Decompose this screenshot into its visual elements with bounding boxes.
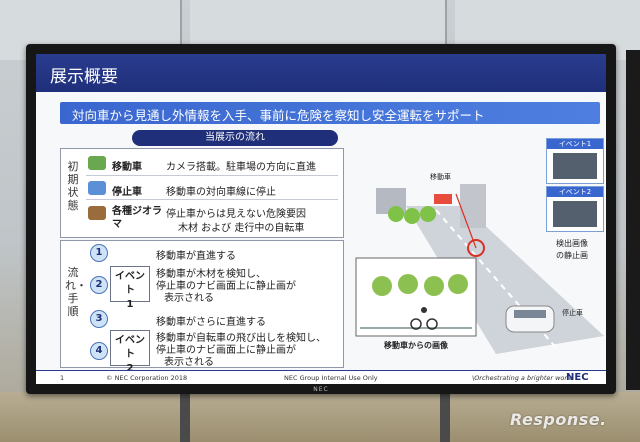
- moving-car-name: 移動車: [112, 162, 142, 173]
- nec-logo: NEC: [566, 372, 589, 383]
- camera-tree-2: [398, 274, 418, 294]
- camera-tree-3: [424, 276, 444, 296]
- copyright-text: © NEC Corporation 2018: [106, 374, 188, 382]
- step-2-line-3: 表示される: [164, 293, 214, 304]
- tree-3: [420, 206, 436, 222]
- floor-area: [0, 392, 640, 442]
- stopped-car-name: 停止車: [112, 187, 142, 198]
- stopped-car-body: [505, 305, 555, 333]
- row-divider: [86, 199, 338, 200]
- flow-heading: 当展示の流れ: [132, 130, 338, 146]
- step-4-line-2: 停止車のナビ画面上に静止画が: [156, 345, 296, 356]
- response-watermark: Response.: [510, 410, 607, 429]
- stand-pole-left: [180, 392, 190, 442]
- page-number: 1: [60, 374, 65, 382]
- diorama-desc-detail: 木材 および 走行中の自転車: [178, 223, 305, 234]
- cyclist-head: [421, 307, 427, 313]
- tree-2: [404, 208, 420, 224]
- classification-text: NEC Group Internal Use Only: [284, 374, 378, 382]
- camera-image-caption: 移動車からの画像: [384, 341, 448, 350]
- event-2-card: イベント2: [546, 186, 604, 232]
- stopped-car-label: 停止車: [562, 309, 583, 317]
- scenario-illustration: 移動車 停止車 移動車からの画像 イベント1 イベント2 検出画像 の静止画: [346, 136, 604, 354]
- camera-view-frame: [355, 257, 477, 337]
- stand-pole-right: [440, 392, 450, 442]
- event-1-card: イベント1: [546, 138, 604, 184]
- event-2-box: イベント 2: [110, 330, 150, 374]
- detected-image-caption-line-2: の静止画: [556, 251, 588, 260]
- step-number-2: 2: [90, 276, 108, 294]
- event-2-photo: [553, 201, 597, 227]
- tree-1: [388, 206, 404, 222]
- event-2-label: イベント: [115, 335, 145, 360]
- monitor-brand: NEC: [313, 386, 329, 393]
- road-scene: [355, 184, 604, 354]
- stopped-car-desc: 移動車の対向車線に停止: [166, 187, 276, 198]
- initial-state-label: 初期状態: [67, 160, 79, 212]
- camera-pointer: [455, 193, 477, 249]
- moving-car-label: 移動車: [430, 173, 451, 181]
- camera-tree-4: [448, 274, 468, 294]
- summary-banner-text: 対向車から見通し外情報を入手、事前に危険を察知し安全運転をサポート: [72, 108, 485, 123]
- detected-image-caption-line-1: 検出画像: [556, 239, 588, 248]
- event-1-card-title: イベント1: [547, 139, 603, 149]
- summary-banner: 対向車から見通し外情報を入手、事前に危険を察知し安全運転をサポート: [60, 102, 600, 124]
- event-2-number: 2: [126, 363, 134, 374]
- step-2-line-2: 停止車のナビ画面上に静止画が: [156, 281, 296, 292]
- initial-state-section: [60, 148, 344, 238]
- event-2-card-title: イベント2: [547, 187, 603, 197]
- event-1-box: イベント 1: [110, 266, 150, 310]
- camera-tree-1: [372, 276, 392, 296]
- step-4-line-1: 移動車が自転車の飛び出しを検知し、: [156, 333, 326, 344]
- moving-car-icon: [88, 156, 106, 170]
- building-right: [460, 184, 486, 228]
- stopped-car-window: [514, 310, 546, 318]
- presentation-slide: 展示概要 対向車から見通し外情報を入手、事前に危険を察知し安全運転をサポート 当…: [36, 54, 606, 384]
- slide-title: 展示概要: [50, 67, 118, 87]
- display-monitor: 展示概要 対向車から見通し外情報を入手、事前に危険を察知し安全運転をサポート 当…: [26, 44, 616, 394]
- step-number-4: 4: [90, 342, 108, 360]
- event-1-number: 1: [126, 299, 134, 310]
- moving-car-shape: [434, 194, 452, 204]
- row-divider: [86, 175, 338, 176]
- bicycle-wheel-back: [426, 318, 438, 330]
- moving-car-desc: カメラ搭載。駐車場の方向に直進: [166, 162, 316, 173]
- event-1-photo: [553, 153, 597, 179]
- diorama-desc: 停止車からは見えない危険要因: [166, 209, 306, 220]
- step-4-line-3: 表示される: [164, 357, 214, 368]
- step-3-text: 移動車がさらに直進する: [156, 317, 266, 328]
- step-number-1: 1: [90, 244, 108, 262]
- steps-label: 流れ・手順: [65, 266, 87, 318]
- step-number-3: 3: [90, 310, 108, 328]
- tagline-text: \Orchestrating a brighter world: [472, 374, 574, 382]
- diorama-icon: [88, 206, 106, 220]
- slide-header: 展示概要: [36, 54, 606, 92]
- bicycle-wheel-front: [410, 318, 422, 330]
- event-1-label: イベント: [115, 271, 145, 296]
- step-2-line-1: 移動車が木材を検知し、: [156, 269, 266, 280]
- stopped-car-icon: [88, 181, 106, 195]
- step-1-text: 移動車が直進する: [156, 251, 236, 262]
- hazard-marker: [467, 239, 485, 257]
- diorama-name: 各種ジオラマ: [112, 206, 162, 230]
- side-monitor-edge: [626, 50, 640, 390]
- slide-footer: 1 © NEC Corporation 2018 NEC Group Inter…: [36, 370, 606, 384]
